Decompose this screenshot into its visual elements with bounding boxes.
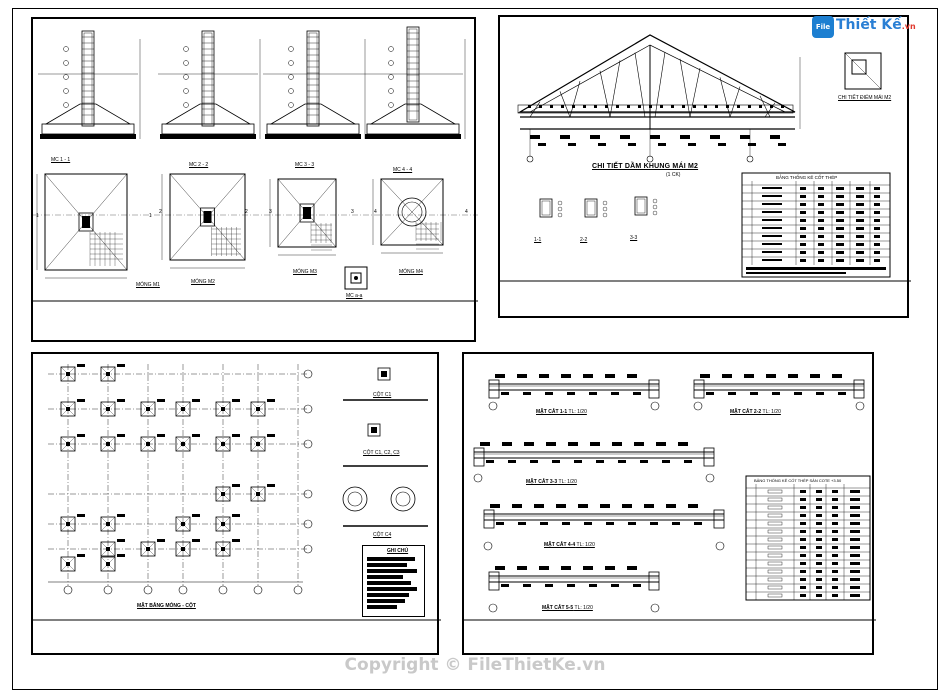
copyright-watermark: Copyright © FileThietKe.vn: [344, 655, 606, 675]
section-label-1: MC 1 - 1: [51, 157, 71, 163]
section-label-2: MC 2 - 2: [189, 162, 209, 168]
logo-text: Thiết Kế.vn: [836, 17, 916, 33]
sheet-slab-sections[interactable]: MẶT CẮT 1-1 TL: 1/20 MẶT CẮT 2-2 TL: 1/2…: [462, 352, 876, 655]
slab-section-label: MẶT CẮT 1-1 TL: 1/20: [536, 409, 587, 415]
axis-label: 2: [159, 209, 162, 215]
axis-label: 3: [269, 209, 272, 215]
section-label: 2-2: [580, 237, 588, 243]
axis-label: 1: [149, 213, 152, 219]
sheet-foundation-plan[interactable]: MẶT BẰNG MÓNG - CỘT CỘT C1 CỘT C1, C2, C…: [31, 352, 441, 655]
detail-label: MC a-a: [346, 293, 363, 299]
plan-label-2: MÓNG M2: [191, 279, 215, 285]
logo-icon: File: [812, 16, 834, 38]
axis-label: 1: [36, 213, 39, 219]
notes-title: GHI CHÚ: [387, 548, 409, 554]
sheet-roof-beam[interactable]: CHI TIẾT DẦM KHUNG MÁI M2 (1 CK) CHI TIẾ…: [498, 15, 911, 318]
slab-table-title: BẢNG THỐNG KÊ CỐT THÉP SÀN COTE +3.50: [754, 478, 842, 483]
axis-label: 4: [465, 209, 468, 215]
axis-label: 2: [245, 209, 248, 215]
sheet-foundation-details[interactable]: MC 1 - 1 MC 2 - 2 MC 3 - 3 MC 4 - 4 MÓNG…: [31, 17, 478, 342]
section-label-4: MC 4 - 4: [393, 167, 413, 173]
plan-label-1: MÓNG M1: [136, 282, 160, 288]
column-label: CỘT C1: [373, 392, 392, 398]
axis-label: 3: [351, 209, 354, 215]
foundation-drawings: [33, 26, 478, 302]
column-label: CỘT C4: [373, 532, 392, 538]
foundation-plan-drawings: [33, 364, 441, 621]
side-detail-label: CHI TIẾT ĐIỂM MÁI M2: [838, 95, 892, 101]
roof-beam-drawings: [500, 34, 911, 282]
section-label: 3-3: [630, 235, 638, 241]
axis-label: 4: [374, 209, 377, 215]
slab-section-drawings: [464, 374, 876, 621]
column-label: CỘT C1, C2, C3: [363, 450, 400, 456]
slab-section-label: MẶT CẮT 5-5 TL: 1/20: [542, 605, 593, 611]
plan-title: MẶT BẰNG MÓNG - CỘT: [137, 603, 196, 609]
slab-section-label: MẶT CẮT 3-3 TL: 1/20: [526, 479, 577, 485]
section-label: 1-1: [534, 237, 542, 243]
slab-section-label: MẶT CẮT 2-2 TL: 1/20: [730, 409, 781, 415]
notes-box: GHI CHÚ: [362, 545, 425, 617]
slab-section-label: MẶT CẮT 4-4 TL: 1/20: [544, 542, 595, 548]
roof-beam-title: CHI TIẾT DẦM KHUNG MÁI M2: [592, 163, 699, 170]
drawing-border: [12, 8, 938, 690]
rebar-table-title: BẢNG THỐNG KÊ CỐT THÉP: [776, 175, 838, 180]
plan-label-4: MÓNG M4: [399, 269, 423, 275]
section-label-3: MC 3 - 3: [295, 162, 315, 168]
site-logo[interactable]: File Thiết Kế.vn: [812, 14, 922, 40]
plan-label-3: MÓNG M3: [293, 269, 317, 275]
roof-beam-subtitle: (1 CK): [666, 172, 681, 178]
